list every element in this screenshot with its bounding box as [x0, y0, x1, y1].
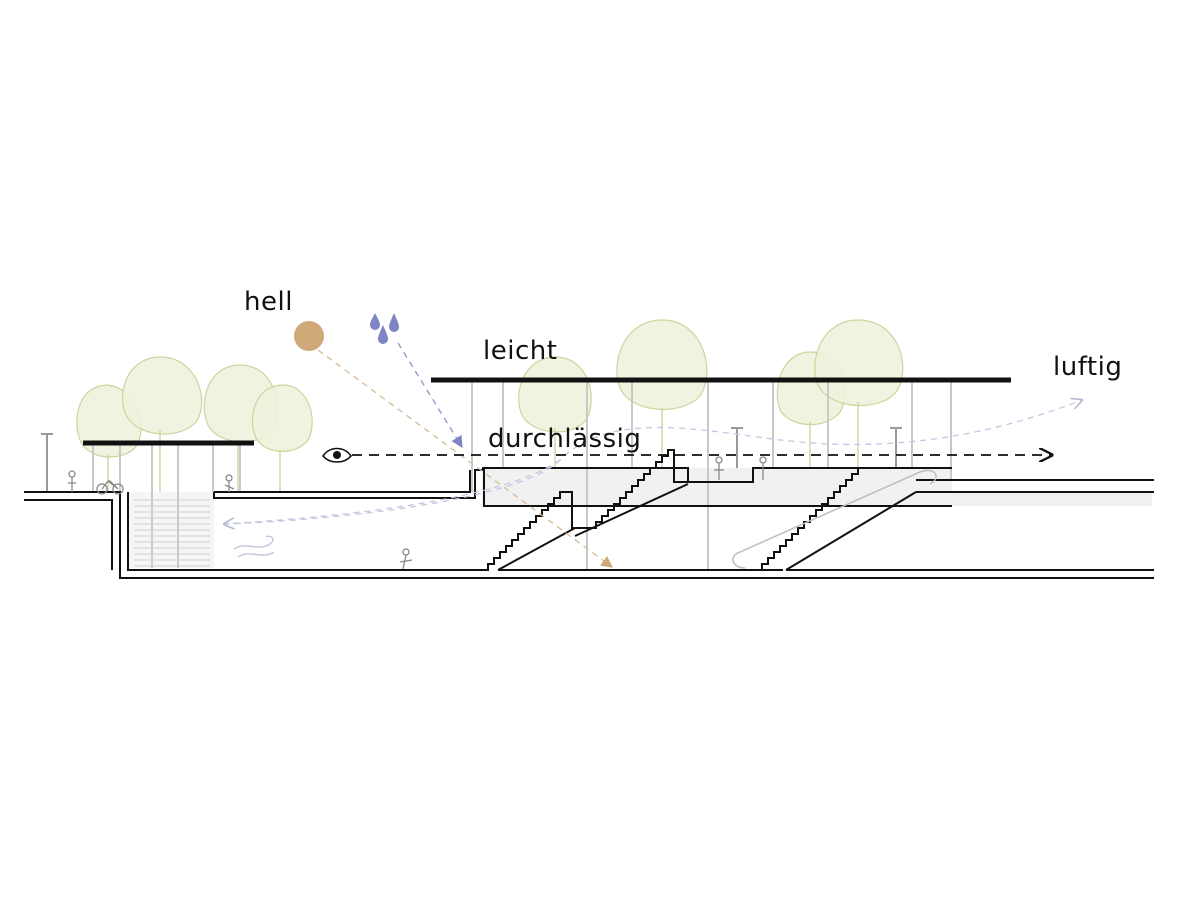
person-icon [714, 456, 724, 480]
eye-icon [321, 447, 353, 463]
rain-ray [397, 342, 463, 448]
trees-left [76, 356, 313, 492]
roofs [83, 377, 1011, 446]
label-hell: hell [244, 287, 293, 317]
air-flow [224, 400, 1082, 524]
sun-ray [317, 349, 613, 568]
person-icon [399, 548, 413, 570]
label-leicht: leicht [483, 336, 558, 366]
label-luftig: luftig [1053, 352, 1123, 382]
stair-left [482, 449, 689, 571]
people [68, 456, 767, 570]
person-icon [68, 470, 76, 492]
raindrop-icon [370, 313, 399, 344]
shaft-stairs [134, 499, 210, 567]
stair-escalator-right [732, 467, 937, 571]
wind-icon [233, 535, 275, 558]
label-durchlaessig: durchlässig [488, 424, 642, 454]
sun-icon [294, 321, 324, 351]
bicycle-icon [96, 480, 124, 495]
person-icon [759, 456, 767, 480]
person-icon [224, 474, 235, 492]
slab-fills [128, 468, 1152, 568]
